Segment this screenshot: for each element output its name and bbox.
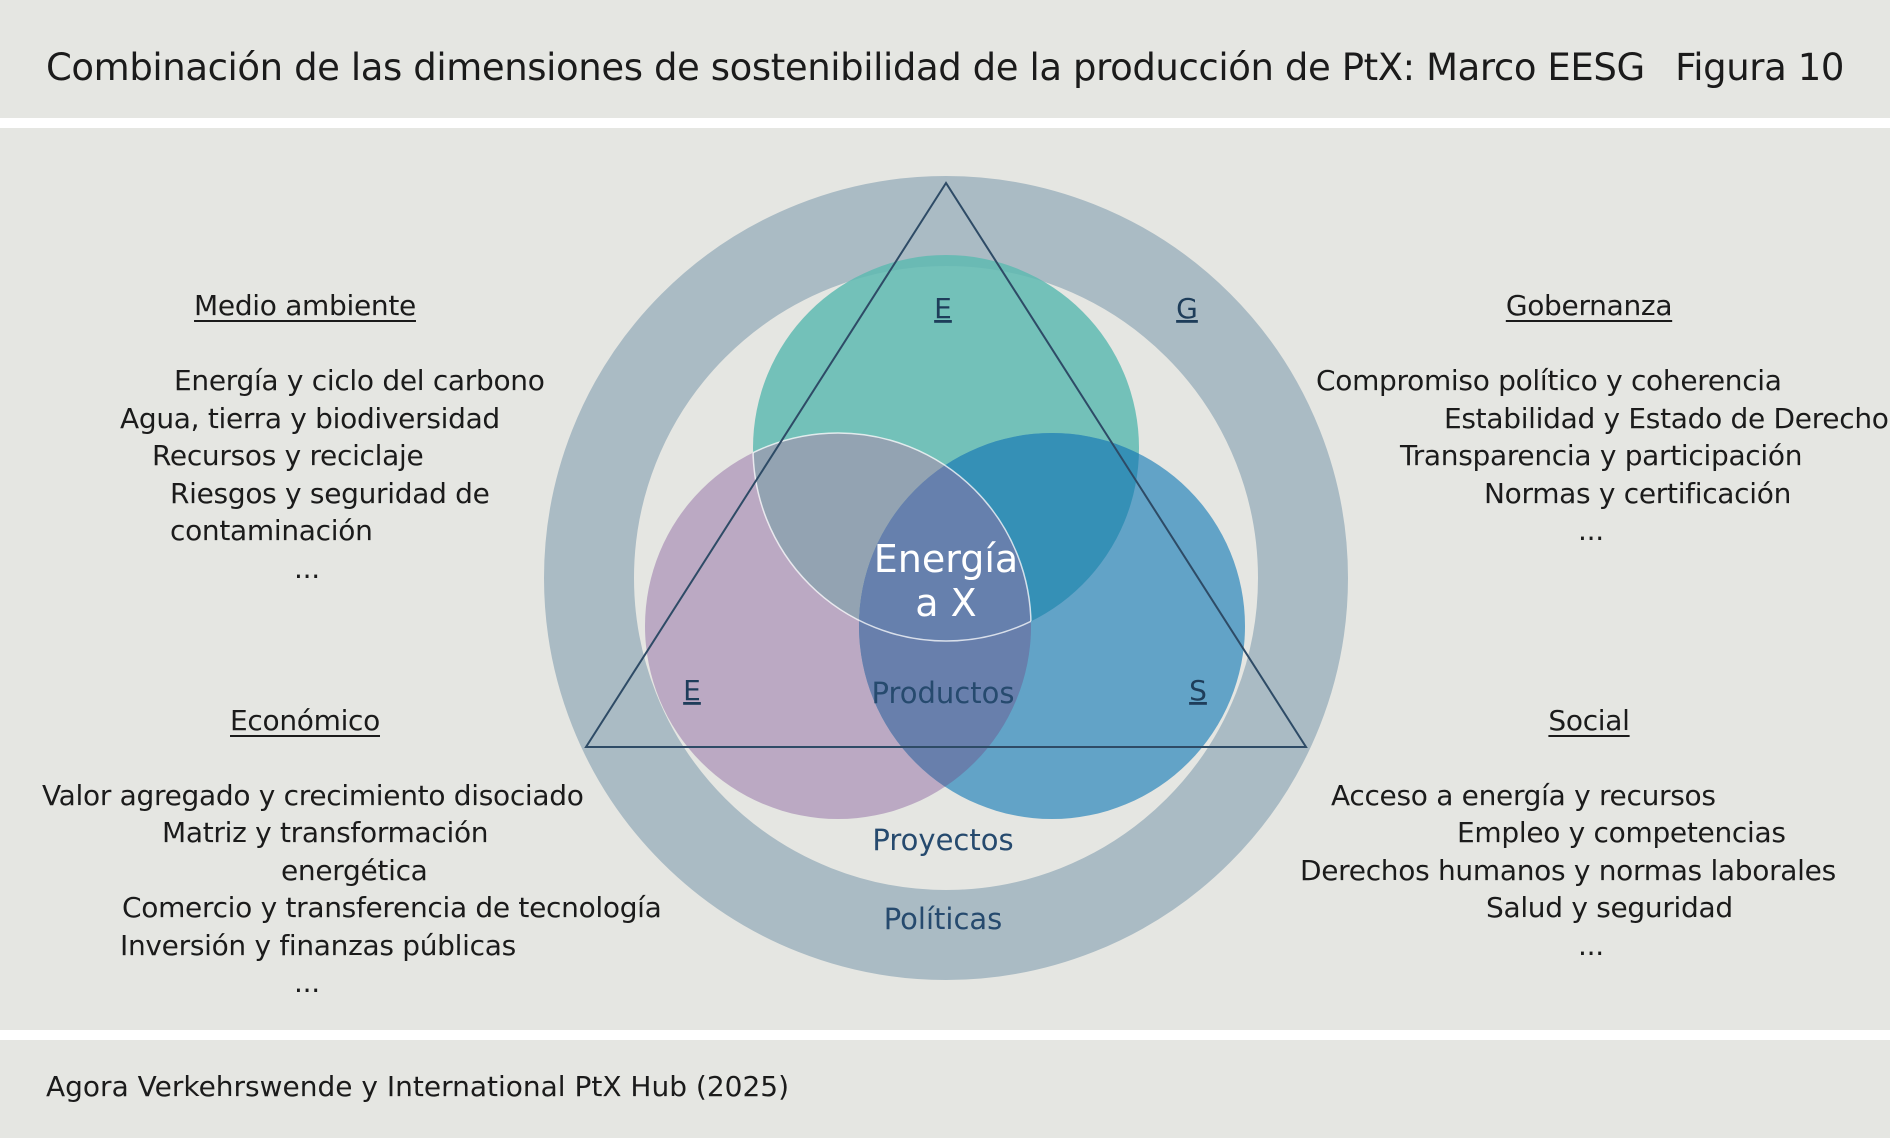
- letter-environment: E: [934, 292, 952, 325]
- social-item: ...: [1578, 929, 1604, 962]
- governance-triangle: [584, 181, 1308, 748]
- econ-item: energética: [281, 854, 428, 887]
- footer-bar: Agora Verkehrswende y International PtX …: [0, 1040, 1890, 1138]
- letter-governance: G: [1176, 292, 1198, 325]
- social-item: Derechos humanos y normas laborales: [1300, 854, 1836, 887]
- econ-item: Matriz y transformación: [162, 816, 489, 849]
- gov-item: Normas y certificación: [1484, 477, 1792, 510]
- label-policies: Políticas: [884, 902, 1003, 936]
- env-item: Recursos y reciclaje: [152, 439, 424, 472]
- header-bar: Combinación de las dimensiones de sosten…: [0, 0, 1890, 118]
- env-item: ...: [294, 552, 320, 585]
- social-item: Empleo y competencias: [1457, 816, 1786, 849]
- heading-governance: Gobernanza: [1505, 289, 1673, 322]
- env-item: Agua, tierra y biodiversidad: [120, 402, 500, 435]
- gov-item: Compromiso político y coherencia: [1316, 364, 1782, 397]
- figure-title: Combinación de las dimensiones de sosten…: [46, 46, 1645, 89]
- social-item: Acceso a energía y recursos: [1331, 779, 1716, 812]
- env-item: Riesgos y seguridad de: [170, 477, 490, 510]
- heading-economic: Económico: [230, 704, 380, 737]
- econ-item: Comercio y transferencia de tecnología: [122, 891, 662, 924]
- social-item: Salud y seguridad: [1486, 891, 1733, 924]
- econ-item: Valor agregado y crecimiento disociado: [42, 779, 584, 812]
- diagram-panel: E G E S Energía a X Productos Proyectos …: [0, 128, 1890, 1030]
- env-item: Energía y ciclo del carbono: [174, 364, 545, 397]
- source-credit: Agora Verkehrswende y International PtX …: [46, 1070, 790, 1103]
- gov-item: ...: [1578, 514, 1604, 547]
- outer-ring-policies: [544, 176, 1348, 980]
- heading-environment: Medio ambiente: [194, 289, 416, 322]
- econ-item: Inversión y finanzas públicas: [120, 929, 516, 962]
- letter-social: S: [1189, 674, 1207, 707]
- heading-social: Social: [1548, 704, 1630, 737]
- center-label-line2: a X: [915, 581, 976, 625]
- econ-item: ...: [294, 966, 320, 999]
- letter-economic: E: [683, 674, 701, 707]
- label-products: Productos: [872, 676, 1015, 710]
- center-energy-to-x: [859, 433, 1031, 641]
- gov-item: Transparencia y participación: [1400, 439, 1803, 472]
- gov-item: Estabilidad y Estado de Derecho: [1444, 402, 1889, 435]
- figure-number: Figura 10: [1675, 46, 1844, 89]
- env-item: contaminación: [170, 514, 373, 547]
- eesg-diagram: E G E S Energía a X Productos Proyectos …: [544, 176, 1348, 980]
- label-projects: Proyectos: [872, 823, 1013, 857]
- center-label-line1: Energía: [874, 537, 1018, 581]
